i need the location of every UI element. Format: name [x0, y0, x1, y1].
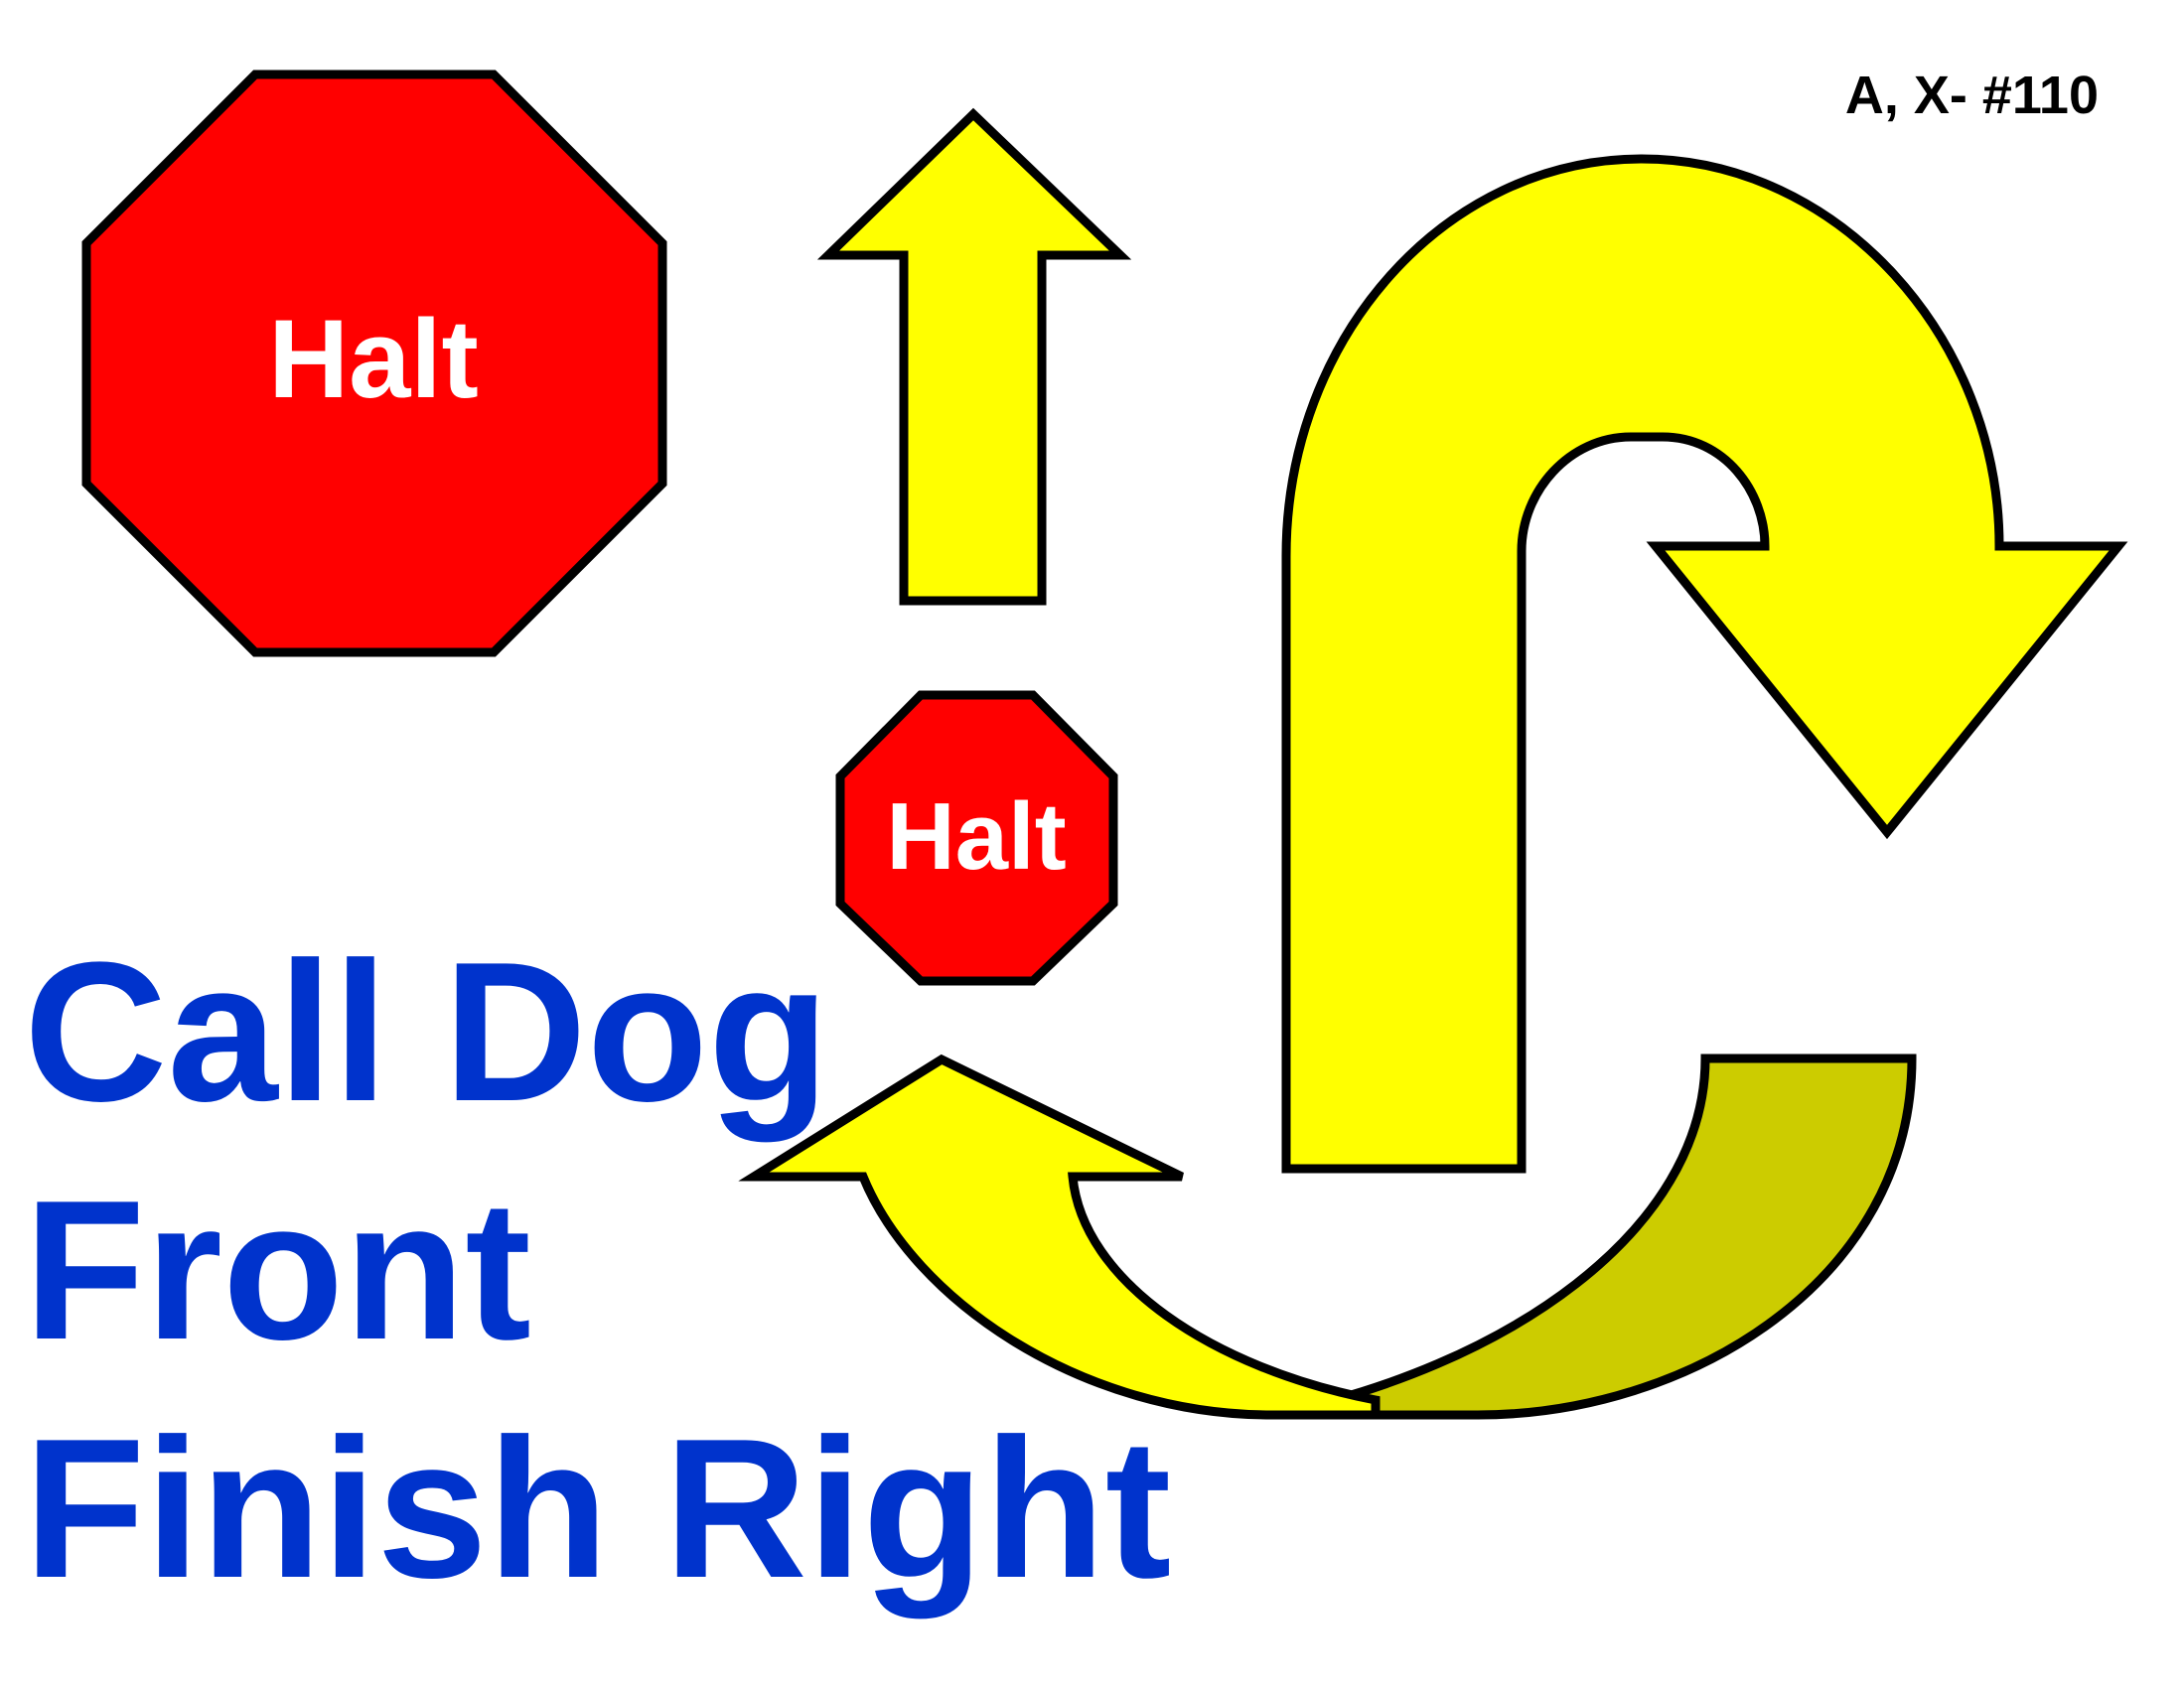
u-turn-arrow-icon [1281, 154, 2128, 1174]
forward-arrow-icon [816, 107, 1132, 606]
large-halt-sign: Halt [81, 70, 667, 657]
sign-id: A, X- #110 [1845, 66, 2099, 125]
stop-octagon-icon [835, 690, 1118, 986]
title-line-3: Finish Right [24, 1398, 1171, 1619]
small-halt-sign: Halt [835, 690, 1118, 986]
exercise-title: Call Dog Front Finish Right [24, 921, 1171, 1619]
finish-right-arrow-icon [738, 1054, 1381, 1420]
title-line-1: Call Dog [24, 921, 829, 1143]
finish-right-arrow-shadow [1270, 1054, 1917, 1420]
stop-octagon-icon [81, 70, 667, 657]
halt-label-small: Halt [886, 783, 1066, 890]
title-line-2: Front [24, 1160, 531, 1381]
halt-label-large: Halt [268, 297, 479, 421]
